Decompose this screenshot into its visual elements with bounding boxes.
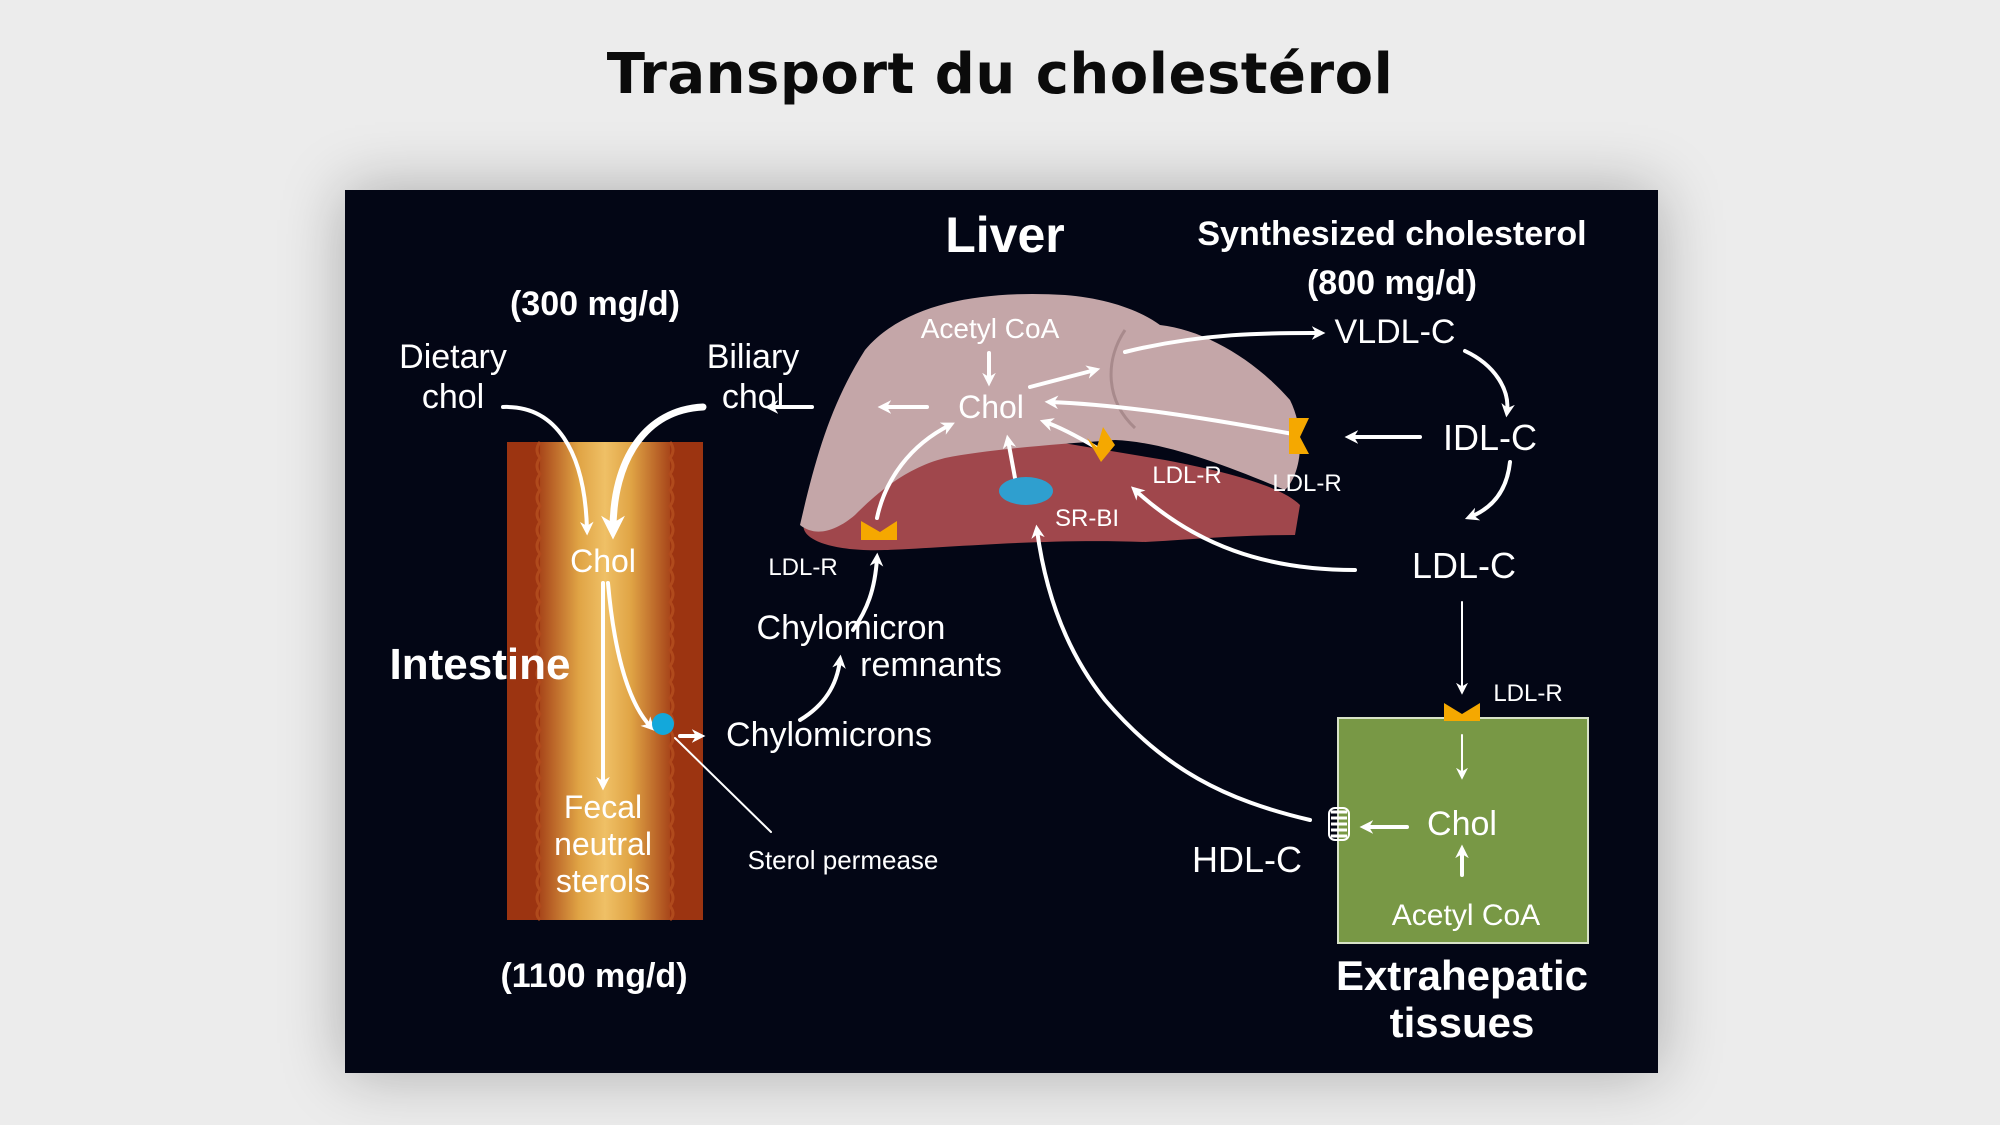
tissue-chol: Chol <box>1427 805 1497 843</box>
arrow-chylomicrons-to-remnants <box>798 654 846 722</box>
arrow-biliary-to-intestine-chol <box>601 403 707 540</box>
diagram-panel: Liver Synthesized cholesterol (800 mg/d)… <box>345 190 1658 1073</box>
arrow-srbi-to-liver-chol <box>1002 434 1017 480</box>
srbi-label: SR-BI <box>1055 505 1119 532</box>
liver-chol: Chol <box>958 389 1024 425</box>
synthesized-cholesterol-rate: (800 mg/d) <box>1307 264 1477 302</box>
sterol-permease-dot <box>652 713 674 735</box>
arrow-liver-to-vldl <box>1123 326 1326 354</box>
intestine-chol: Chol <box>570 543 636 579</box>
ldl-receptor-tissue <box>1444 703 1480 721</box>
sr-bi-transporter <box>999 477 1053 505</box>
fecal-sterols-line1: Fecal <box>564 789 642 825</box>
arrow-idl-to-ldl <box>1464 460 1512 521</box>
dietary-rate: (300 mg/d) <box>510 285 680 323</box>
idl-label: IDL-C <box>1443 417 1537 458</box>
ldlr-liver-mid-label: LDL-R <box>1152 462 1221 489</box>
arrow-dietary-to-intestine-chol <box>501 404 594 536</box>
arrow-vldl-to-idl <box>1463 349 1515 418</box>
sterol-permease-pointer <box>674 737 772 833</box>
liver-acetyl-coa: Acetyl CoA <box>921 313 1060 344</box>
sterol-permease-label: Sterol permease <box>748 845 939 875</box>
arrow-hdl-to-srbi <box>1031 524 1312 822</box>
liver-upper-lobe <box>800 293 1301 532</box>
fecal-rate: (1100 mg/d) <box>500 957 687 995</box>
ldlr-tissue-label: LDL-R <box>1493 680 1562 707</box>
arrow-ldlr-left-to-liver-chol <box>875 422 955 520</box>
tissue-acetyl-coa: Acetyl CoA <box>1392 899 1540 932</box>
extrahepatic-tissues-line2: tissues <box>1390 999 1535 1046</box>
chylomicrons-label: Chylomicrons <box>726 716 932 754</box>
ldl-label: LDL-C <box>1412 545 1516 586</box>
ldl-receptor-liver-mid <box>1087 427 1115 462</box>
arrow-ldlr-to-liver-chol <box>1044 395 1295 436</box>
arrow-ldl-to-liver <box>1130 486 1357 572</box>
dietary-chol-line1: Dietary <box>399 338 507 376</box>
arrow-liver-chol-to-upper <box>1028 365 1101 389</box>
ldl-receptor-liver-right <box>1289 418 1309 454</box>
intestine-label: Intestine <box>390 640 571 689</box>
cholesterol-transport-diagram: Liver Synthesized cholesterol (800 mg/d)… <box>390 207 1589 1046</box>
page-title: Transport du cholestérol <box>606 42 1394 107</box>
ldlr-liver-right-label: LDL-R <box>1272 470 1341 497</box>
biliary-chol-line2: chol <box>722 378 784 416</box>
intestine-wall-left <box>535 441 542 922</box>
chylomicron-remnants-line2: remnants <box>860 646 1002 684</box>
chylomicron-remnants-line1: Chylomicron <box>757 609 946 647</box>
synthesized-cholesterol-label: Synthesized cholesterol <box>1197 215 1586 253</box>
biliary-chol-line1: Biliary <box>707 338 800 376</box>
fecal-sterols-line3: sterols <box>556 863 650 899</box>
fecal-sterols-line2: neutral <box>554 826 652 862</box>
arrow-remnants-to-ldlr <box>851 552 884 632</box>
hdl-efflux-transporter <box>1331 810 1347 838</box>
arrow-intestine-chol-to-permease <box>606 581 655 731</box>
liver-label: Liver <box>945 207 1065 263</box>
ldl-receptor-liver-left <box>861 521 897 540</box>
intestine-wall-right <box>668 441 675 922</box>
vldl-label: VLDL-C <box>1335 313 1456 351</box>
dietary-chol-line2: chol <box>422 378 484 416</box>
extrahepatic-tissues-line1: Extrahepatic <box>1336 952 1588 999</box>
hdl-label: HDL-C <box>1192 839 1302 880</box>
liver-fold-line <box>1109 329 1137 430</box>
hdl-efflux-transporter-outline <box>1328 807 1350 841</box>
ldlr-liver-left-label: LDL-R <box>768 554 837 581</box>
